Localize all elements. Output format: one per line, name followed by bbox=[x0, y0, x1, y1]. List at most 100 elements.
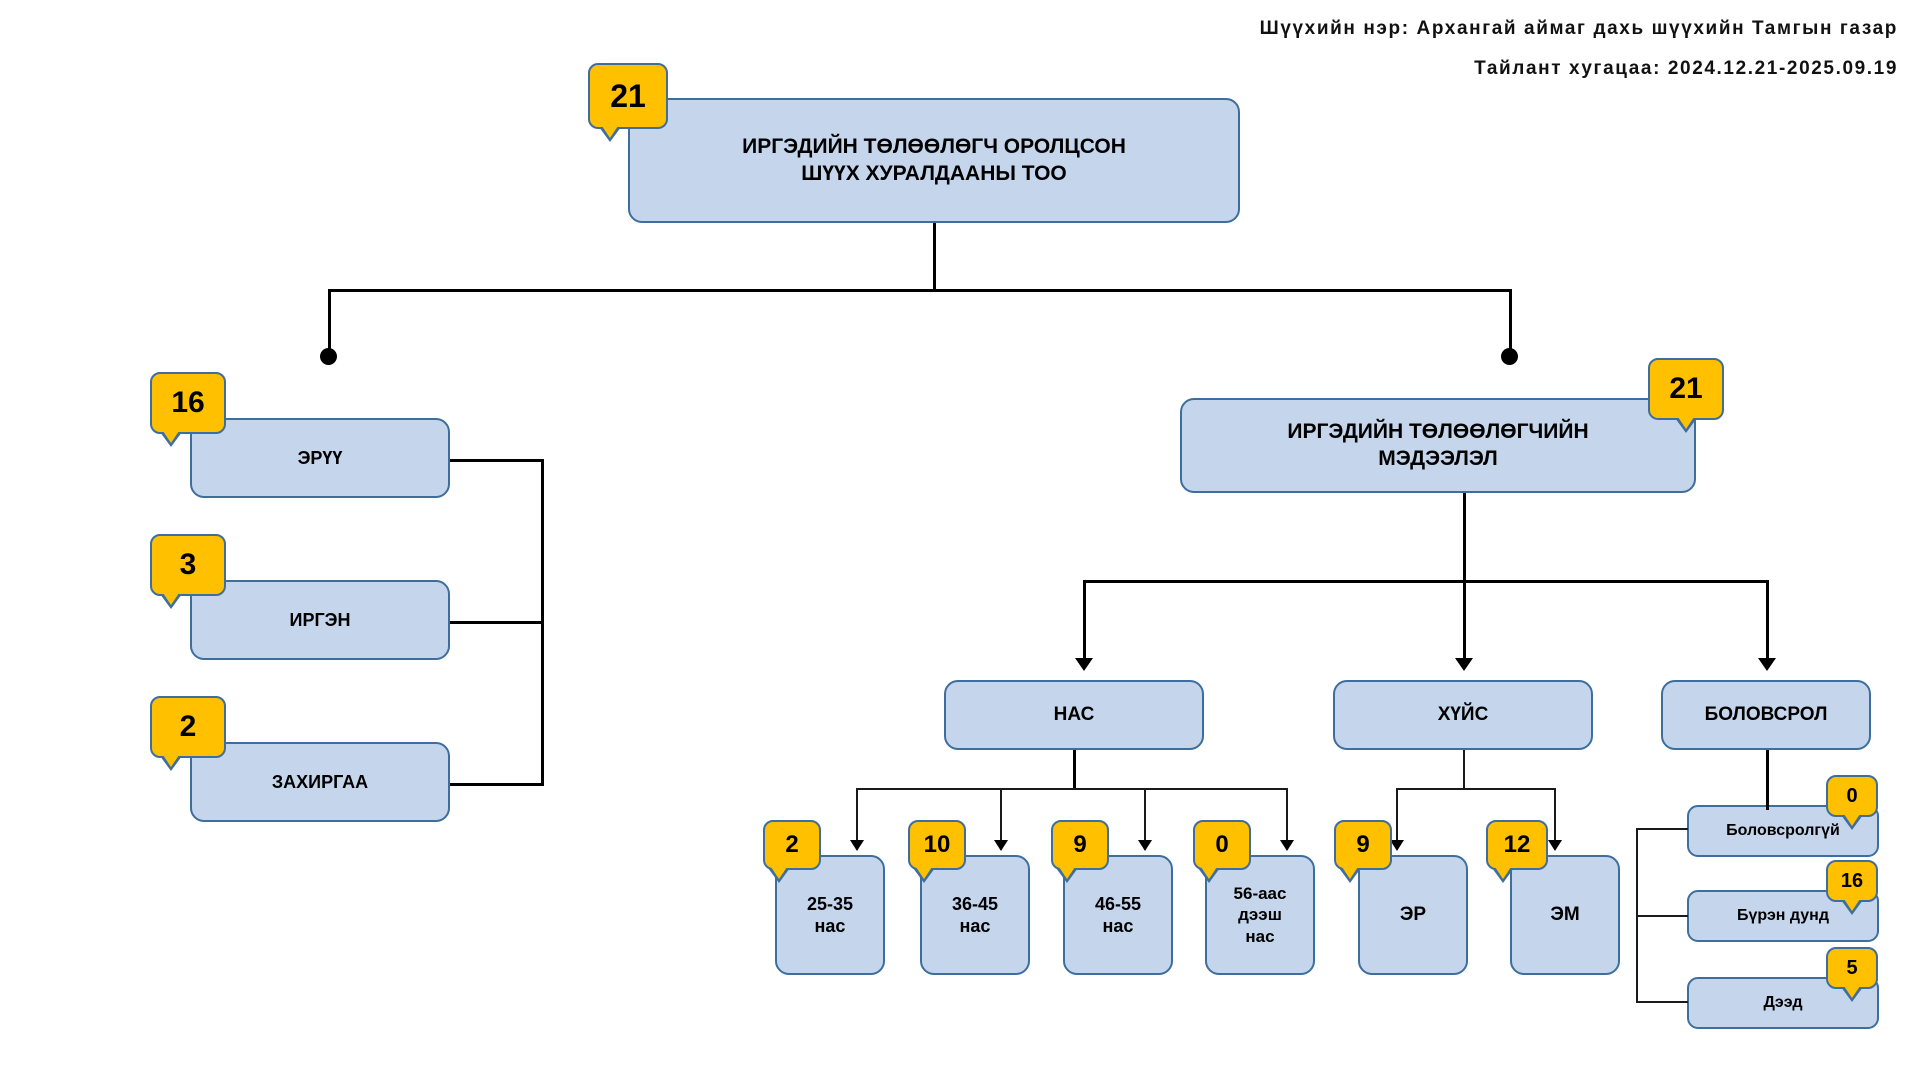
node-rep-label-line2: МЭДЭЭЛЭЛ bbox=[1378, 446, 1498, 470]
connector-gender-bus bbox=[1396, 788, 1556, 790]
badge-age-group-36-45[interactable]: 10 bbox=[908, 820, 966, 883]
badge-representative-count[interactable]: 21 bbox=[1648, 358, 1724, 433]
connector-root-horizontal bbox=[328, 289, 1512, 292]
connector-education-higher bbox=[1636, 1001, 1688, 1003]
badge-gender-female-value: 12 bbox=[1503, 831, 1531, 858]
connector-age-stem bbox=[1073, 750, 1076, 790]
connector-eruu-right bbox=[450, 459, 544, 462]
connector-age-drop bbox=[1083, 580, 1086, 662]
badge-representative-value: 21 bbox=[1669, 372, 1703, 405]
node-category-education-label: БОЛОВСРОЛ bbox=[1704, 704, 1828, 726]
connector-age3-drop bbox=[1144, 788, 1146, 844]
node-root-hearing-count[interactable]: ИРГЭДИЙН ТӨЛӨӨЛӨГЧ ОРОЛЦСОН ШҮҮХ ХУРАЛДА… bbox=[628, 98, 1240, 223]
node-category-gender[interactable]: ХҮЙС bbox=[1333, 680, 1593, 750]
node-education-none-label: Боловсролгүй bbox=[1726, 822, 1840, 839]
court-name-text: Шүүхийн нэр: Архангай аймаг дахь шүүхийн… bbox=[1259, 18, 1898, 39]
connector-dot-left bbox=[320, 348, 337, 365]
badge-age-group-56-plus-value: 0 bbox=[1215, 831, 1229, 858]
node-gender-female-label: ЭМ bbox=[1550, 904, 1580, 926]
connector-rep-down bbox=[1463, 493, 1466, 582]
badge-education-none-value: 0 bbox=[1846, 784, 1858, 807]
connector-category-horizontal bbox=[1083, 580, 1768, 583]
connector-gender-male-drop bbox=[1396, 788, 1398, 844]
connector-root-down bbox=[933, 223, 936, 291]
node-case-type-irgen-label: ИРГЭН bbox=[289, 609, 351, 630]
badge-age-group-46-55[interactable]: 9 bbox=[1051, 820, 1109, 883]
node-case-type-eruu[interactable]: ЭРҮҮ bbox=[190, 418, 450, 498]
node-category-age[interactable]: НАС bbox=[944, 680, 1204, 750]
node-age-group-46-55[interactable]: 46-55 нас bbox=[1063, 855, 1173, 975]
connector-education-secondary bbox=[1636, 915, 1688, 917]
node-age-group-25-35[interactable]: 25-35 нас bbox=[775, 855, 885, 975]
connector-left-drop bbox=[328, 289, 331, 355]
badge-age-group-36-45-value: 10 bbox=[923, 831, 951, 858]
node-age-group-36-45-unit: нас bbox=[959, 916, 991, 936]
node-gender-male-label: ЭР bbox=[1399, 904, 1427, 926]
arrow-gender-male bbox=[1390, 840, 1404, 851]
node-category-age-label: НАС bbox=[1053, 704, 1095, 726]
connector-gender-drop bbox=[1463, 580, 1466, 662]
badge-gender-male-value: 9 bbox=[1356, 831, 1370, 858]
node-age-group-56-plus-label: 56-аас bbox=[1233, 884, 1287, 904]
node-category-education[interactable]: БОЛОВСРОЛ bbox=[1661, 680, 1871, 750]
node-age-group-36-45-label: 36-45 bbox=[951, 893, 999, 914]
node-age-group-56-plus[interactable]: 56-аас дээш нас bbox=[1205, 855, 1315, 975]
arrow-age bbox=[1075, 658, 1093, 671]
connector-gender-stem bbox=[1463, 750, 1465, 790]
badge-age-group-25-35[interactable]: 2 bbox=[763, 820, 821, 883]
badge-case-type-eruu-value: 16 bbox=[171, 386, 205, 419]
node-age-group-46-55-label: 46-55 bbox=[1094, 893, 1142, 914]
node-case-type-zakhirgaa[interactable]: ЗАХИРГАА bbox=[190, 742, 450, 822]
connector-left-bracket bbox=[541, 459, 544, 786]
node-education-higher-label: Дээд bbox=[1763, 994, 1803, 1011]
badge-age-group-25-35-value: 2 bbox=[785, 831, 799, 858]
badge-education-secondary-value: 16 bbox=[1840, 869, 1864, 892]
node-age-group-36-45[interactable]: 36-45 нас bbox=[920, 855, 1030, 975]
node-age-group-56-plus-unit: нас bbox=[1245, 926, 1275, 946]
connector-age-bus bbox=[856, 788, 1288, 790]
connector-education-none bbox=[1636, 828, 1688, 830]
node-education-secondary-label: Бүрэн дунд bbox=[1737, 907, 1829, 924]
connector-zakhirgaa-right bbox=[450, 783, 544, 786]
badge-education-none[interactable]: 0 bbox=[1826, 775, 1878, 830]
connector-gender-female-drop bbox=[1554, 788, 1556, 844]
arrow-age-group-4 bbox=[1280, 840, 1294, 851]
connector-dot-right bbox=[1501, 348, 1518, 365]
node-root-label-line1: ИРГЭДИЙН ТӨЛӨӨЛӨГЧ ОРОЛЦСОН bbox=[742, 135, 1126, 159]
node-age-group-46-55-unit: нас bbox=[1102, 916, 1134, 936]
connector-education-drop bbox=[1766, 580, 1769, 662]
arrow-gender bbox=[1455, 658, 1473, 671]
node-representative-info[interactable]: ИРГЭДИЙН ТӨЛӨӨЛӨГЧИЙН МЭДЭЭЛЭЛ bbox=[1180, 398, 1696, 493]
badge-age-group-56-plus[interactable]: 0 bbox=[1193, 820, 1251, 883]
node-case-type-zakhirgaa-label: ЗАХИРГАА bbox=[271, 771, 369, 792]
node-gender-female[interactable]: ЭМ bbox=[1510, 855, 1620, 975]
node-gender-male[interactable]: ЭР bbox=[1358, 855, 1468, 975]
badge-case-type-zakhirgaa-value: 2 bbox=[179, 710, 197, 743]
node-age-group-25-35-unit: нас bbox=[814, 916, 846, 936]
badge-education-secondary[interactable]: 16 bbox=[1826, 860, 1878, 915]
badge-gender-female[interactable]: 12 bbox=[1486, 820, 1548, 883]
badge-gender-male[interactable]: 9 bbox=[1334, 820, 1392, 883]
node-category-gender-label: ХҮЙС bbox=[1437, 704, 1489, 726]
badge-case-type-eruu[interactable]: 16 bbox=[150, 372, 226, 447]
arrow-age-group-1 bbox=[850, 840, 864, 851]
connector-right-drop bbox=[1509, 289, 1512, 355]
node-root-label-line2: ШҮҮХ ХУРАЛДААНЫ ТОО bbox=[801, 161, 1067, 185]
node-age-group-56-plus-label2: дээш bbox=[1238, 905, 1282, 925]
node-case-type-eruu-label: ЭРҮҮ bbox=[297, 447, 343, 468]
connector-age2-drop bbox=[1000, 788, 1002, 844]
node-rep-label-line1: ИРГЭДИЙН ТӨЛӨӨЛӨГЧИЙН bbox=[1287, 420, 1589, 444]
badge-education-higher[interactable]: 5 bbox=[1826, 947, 1878, 1002]
badge-education-higher-value: 5 bbox=[1846, 956, 1858, 979]
badge-root-count[interactable]: 21 bbox=[588, 63, 668, 142]
badge-case-type-irgen[interactable]: 3 bbox=[150, 534, 226, 609]
node-age-group-25-35-label: 25-35 bbox=[806, 893, 854, 914]
badge-case-type-irgen-value: 3 bbox=[179, 548, 197, 581]
arrow-education bbox=[1758, 658, 1776, 671]
badge-case-type-zakhirgaa[interactable]: 2 bbox=[150, 696, 226, 771]
arrow-gender-female bbox=[1548, 840, 1562, 851]
report-period-text: Тайлант хугацаа: 2024.12.21-2025.09.19 bbox=[1474, 58, 1898, 79]
node-case-type-irgen[interactable]: ИРГЭН bbox=[190, 580, 450, 660]
arrow-age-group-2 bbox=[994, 840, 1008, 851]
